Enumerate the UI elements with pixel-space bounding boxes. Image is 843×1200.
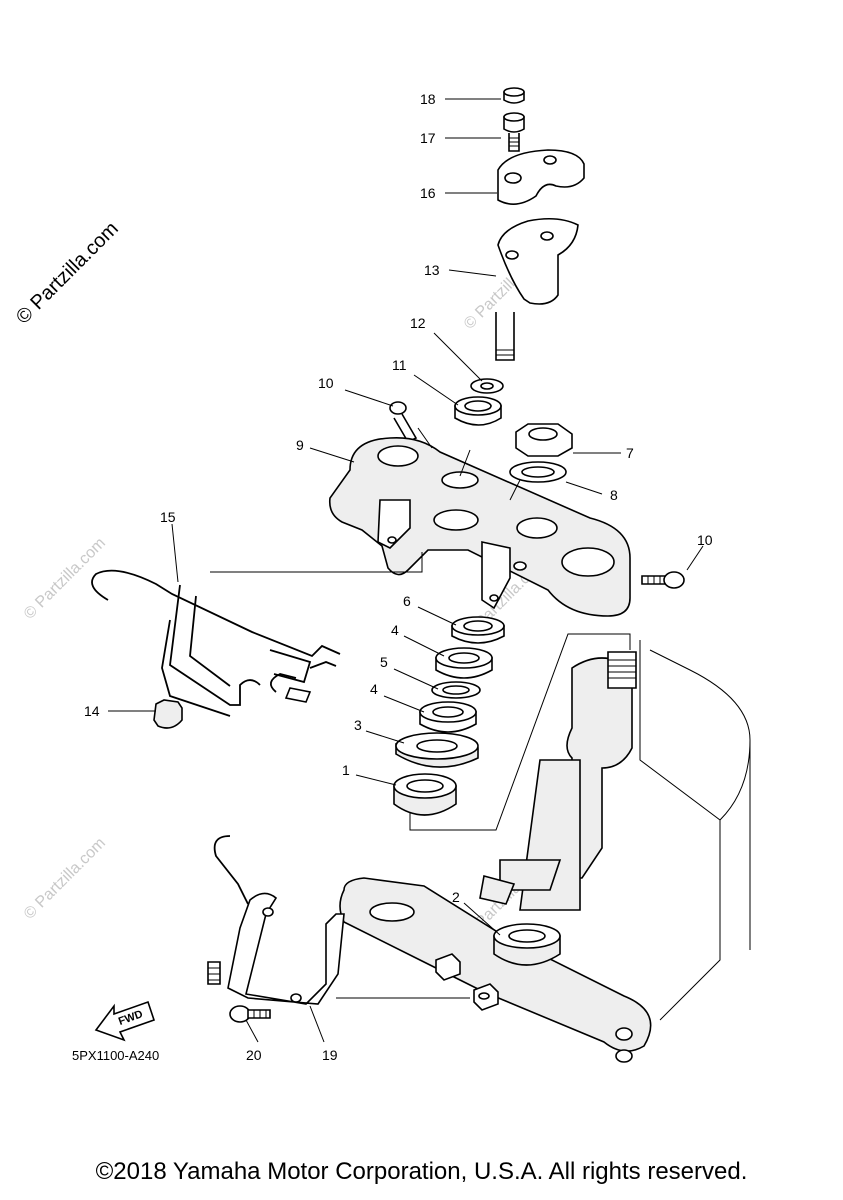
- callout-9: 9: [296, 437, 304, 453]
- part-3-bearing-cover: [395, 732, 479, 768]
- frame-and-lower-bracket: [339, 640, 751, 1063]
- callout-18: 18: [420, 91, 436, 107]
- faint-watermark: © Partzilla.com: [21, 835, 109, 923]
- callout-3: 3: [354, 717, 362, 733]
- callout-4-upper: 4: [391, 622, 399, 638]
- callout-19: 19: [322, 1047, 338, 1063]
- copyright-notice: ©2018 Yamaha Motor Corporation, U.S.A. A…: [95, 1158, 748, 1185]
- part-9-upper-bracket: [328, 436, 631, 617]
- part-5-washer: [431, 681, 481, 699]
- forward-direction-arrow: FWD: [94, 1000, 156, 1042]
- part-8-washer: [509, 461, 567, 483]
- callout-12: 12: [410, 315, 426, 331]
- callout-16: 16: [420, 185, 436, 201]
- part-10-bolt-right: [641, 571, 685, 589]
- part-19-bracket: [207, 835, 345, 1005]
- callout-15: 15: [160, 509, 176, 525]
- callout-11: 11: [392, 357, 407, 373]
- callout-10-upper: 10: [318, 375, 334, 391]
- part-13-handlebar-lower-holder: [495, 217, 579, 361]
- part-7-steering-nut: [515, 423, 573, 457]
- callout-4-lower: 4: [370, 681, 378, 697]
- callout-13: 13: [424, 262, 440, 278]
- callout-5: 5: [380, 654, 388, 670]
- part-2-lower-bearing: [493, 923, 561, 966]
- callout-8: 8: [610, 487, 618, 503]
- callout-numbers: 18 17 16 13 12 11 10 9 7 8 10 15 6 4 5 4…: [84, 91, 713, 1063]
- part-4-ring-nut-lower: [419, 701, 477, 733]
- callout-20: 20: [246, 1047, 262, 1063]
- part-6-ring-nut: [451, 616, 505, 644]
- part-14-acorn-nut: [153, 699, 183, 729]
- callout-2: 2: [452, 889, 460, 905]
- part-12-washer: [470, 378, 504, 394]
- faint-watermark: © Partzilla.com: [21, 535, 109, 623]
- callout-10-right: 10: [697, 532, 713, 548]
- part-11-collar: [454, 396, 502, 426]
- part-17-bolt: [503, 112, 525, 152]
- part-10-bolt-upper: [389, 401, 418, 444]
- part-16-handlebar-upper-holder: [497, 149, 585, 205]
- callout-7: 7: [626, 445, 634, 461]
- reference-lines: [210, 427, 631, 999]
- part-15-wire-guide: [91, 569, 341, 717]
- callout-1: 1: [342, 762, 350, 778]
- callout-17: 17: [420, 130, 436, 146]
- callout-14: 14: [84, 703, 100, 719]
- part-1-bearing: [393, 773, 457, 816]
- leader-lines: [108, 98, 704, 1043]
- partzilla-watermark: © Partzilla.com: [12, 218, 123, 329]
- part-20-bolt: [229, 1005, 271, 1023]
- part-4-ring-nut-upper: [435, 647, 493, 679]
- part-18-cap: [503, 87, 525, 104]
- diagram-code: 5PX1100-A240: [72, 1048, 159, 1063]
- callout-6: 6: [403, 593, 411, 609]
